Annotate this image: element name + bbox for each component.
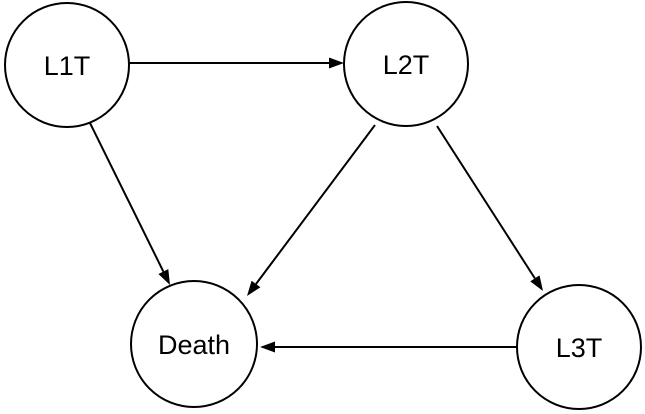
- node-circle-l3t[interactable]: [516, 284, 642, 410]
- edge-l2t-to-death: [247, 124, 376, 296]
- edge-l1t-to-l2t: [129, 57, 344, 69]
- edge-l3t-to-death: [260, 341, 517, 353]
- node-death[interactable]: Death: [130, 280, 258, 408]
- edge-shaft: [436, 125, 536, 279]
- node-label-l3t: L3T: [556, 333, 603, 363]
- node-circle-death[interactable]: [130, 280, 258, 408]
- node-label-l2t: L2T: [383, 50, 430, 80]
- arrowhead-icon: [260, 341, 275, 353]
- edges-layer: [89, 57, 543, 353]
- node-l2t[interactable]: L2T: [343, 1, 469, 127]
- node-circle-l1t[interactable]: [4, 2, 130, 128]
- nodes-layer: L1T L2T Death L3T: [4, 1, 642, 410]
- node-label-death: Death: [158, 330, 230, 360]
- arrowhead-icon: [158, 269, 170, 285]
- edge-shaft: [255, 124, 376, 285]
- node-l3t[interactable]: L3T: [516, 284, 642, 410]
- edge-shaft: [89, 122, 165, 272]
- node-l1t[interactable]: L1T: [4, 2, 130, 128]
- node-circle-l2t[interactable]: [343, 1, 469, 127]
- edge-l1t-to-death: [89, 122, 170, 285]
- arrowhead-icon: [329, 57, 344, 69]
- edge-l2t-to-l3t: [436, 125, 543, 291]
- node-label-l1t: L1T: [44, 51, 91, 81]
- arrowhead-icon: [530, 275, 543, 291]
- arrowhead-icon: [247, 280, 261, 296]
